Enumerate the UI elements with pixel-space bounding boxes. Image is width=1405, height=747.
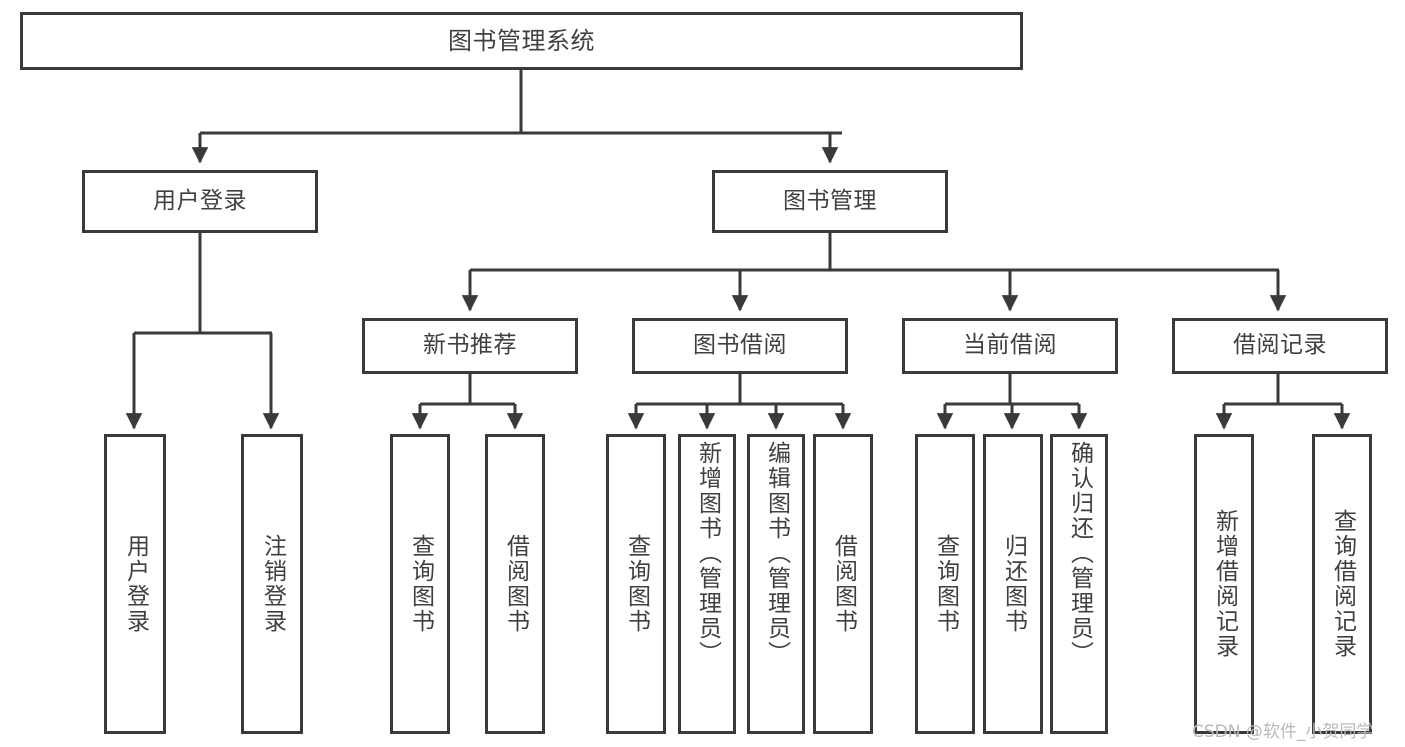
leaf-borrow-edit-book-admin-label: 编辑图书（管理员） bbox=[763, 441, 790, 666]
leaf-borrow-borrow-book-label: 借阅图书 bbox=[830, 534, 857, 634]
leaf-current-query-book[interactable]: 查询图书 bbox=[915, 434, 975, 734]
leaf-newbook-query-book-label: 查询图书 bbox=[407, 534, 434, 634]
node-user-login[interactable]: 用户登录 bbox=[82, 170, 318, 233]
leaf-newbook-borrow-book[interactable]: 借阅图书 bbox=[485, 434, 545, 734]
leaf-borrow-borrow-book[interactable]: 借阅图书 bbox=[813, 434, 873, 734]
leaf-current-query-book-label: 查询图书 bbox=[932, 534, 959, 634]
leaf-borrow-add-book-admin[interactable]: 新增图书（管理员） bbox=[678, 434, 736, 734]
node-book-borrow[interactable]: 图书借阅 bbox=[632, 318, 848, 374]
leaf-user-login[interactable]: 用户登录 bbox=[104, 434, 166, 734]
node-book-borrow-label: 图书借阅 bbox=[693, 332, 787, 359]
leaf-records-query-record-label: 查询借阅记录 bbox=[1329, 509, 1356, 659]
node-current-borrow-label: 当前借阅 bbox=[963, 332, 1057, 359]
leaf-records-add-record[interactable]: 新增借阅记录 bbox=[1194, 434, 1254, 734]
node-new-book-recommend-label: 新书推荐 bbox=[423, 332, 517, 359]
leaf-borrow-query-book-label: 查询图书 bbox=[623, 534, 650, 634]
node-borrow-records[interactable]: 借阅记录 bbox=[1172, 318, 1388, 374]
leaf-borrow-query-book[interactable]: 查询图书 bbox=[606, 434, 666, 734]
watermark: CSDN @软件_小贺同学 bbox=[1192, 722, 1374, 742]
node-book-management[interactable]: 图书管理 bbox=[712, 170, 948, 233]
node-root-label: 图书管理系统 bbox=[448, 26, 595, 55]
node-user-login-label: 用户登录 bbox=[153, 187, 247, 214]
leaf-logout-login[interactable]: 注销登录 bbox=[241, 434, 303, 734]
leaf-current-return-book[interactable]: 归还图书 bbox=[983, 434, 1043, 734]
node-borrow-records-label: 借阅记录 bbox=[1233, 332, 1327, 359]
leaf-borrow-add-book-admin-label: 新增图书（管理员） bbox=[694, 441, 721, 666]
leaf-borrow-edit-book-admin[interactable]: 编辑图书（管理员） bbox=[747, 434, 805, 734]
leaf-current-confirm-return-admin[interactable]: 确认归还（管理员） bbox=[1050, 434, 1108, 734]
leaf-newbook-borrow-book-label: 借阅图书 bbox=[502, 534, 529, 634]
leaf-records-add-record-label: 新增借阅记录 bbox=[1211, 509, 1238, 659]
node-current-borrow[interactable]: 当前借阅 bbox=[902, 318, 1118, 374]
leaf-user-login-label: 用户登录 bbox=[122, 534, 149, 634]
leaf-current-confirm-return-admin-label: 确认归还（管理员） bbox=[1066, 441, 1093, 666]
leaf-records-query-record[interactable]: 查询借阅记录 bbox=[1312, 434, 1372, 734]
leaf-current-return-book-label: 归还图书 bbox=[1000, 534, 1027, 634]
node-new-book-recommend[interactable]: 新书推荐 bbox=[362, 318, 578, 374]
leaf-newbook-query-book[interactable]: 查询图书 bbox=[390, 434, 450, 734]
node-root[interactable]: 图书管理系统 bbox=[20, 12, 1023, 70]
leaf-logout-login-label: 注销登录 bbox=[259, 534, 286, 634]
node-book-management-label: 图书管理 bbox=[783, 187, 877, 214]
